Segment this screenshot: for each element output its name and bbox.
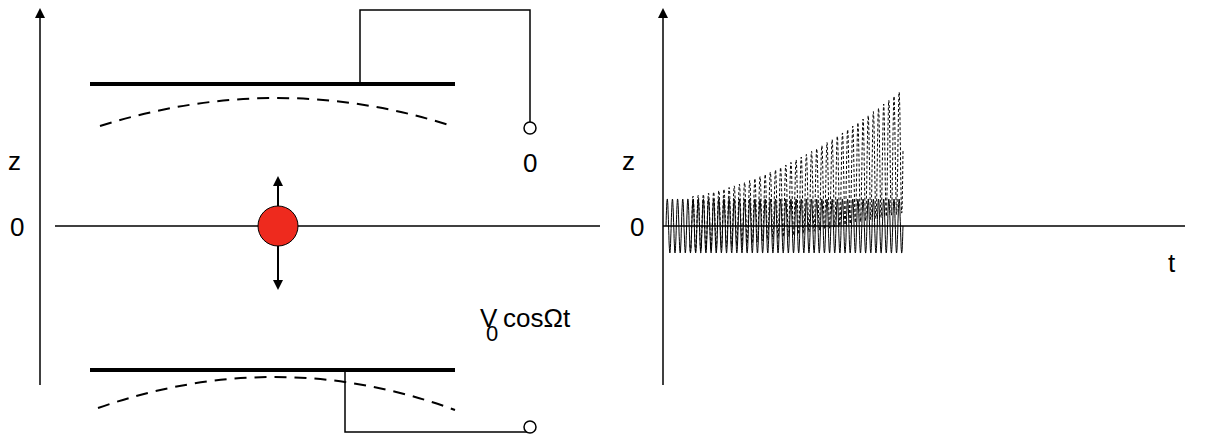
axis-label: t [1168,250,1175,276]
right-axes [663,10,1185,385]
axis-label: z [8,148,21,174]
axis-label: cosΩt [503,305,570,331]
axis-label: 0 [523,150,537,176]
left-axes [40,10,600,385]
electrodes [90,84,455,410]
unstable-trajectory [690,92,903,251]
axis-label: 0 [630,214,644,240]
axis-label: 0 [486,323,498,345]
wires [345,10,536,433]
ion [258,178,298,288]
axis-label: 0 [10,214,24,240]
axis-label: z [622,148,635,174]
